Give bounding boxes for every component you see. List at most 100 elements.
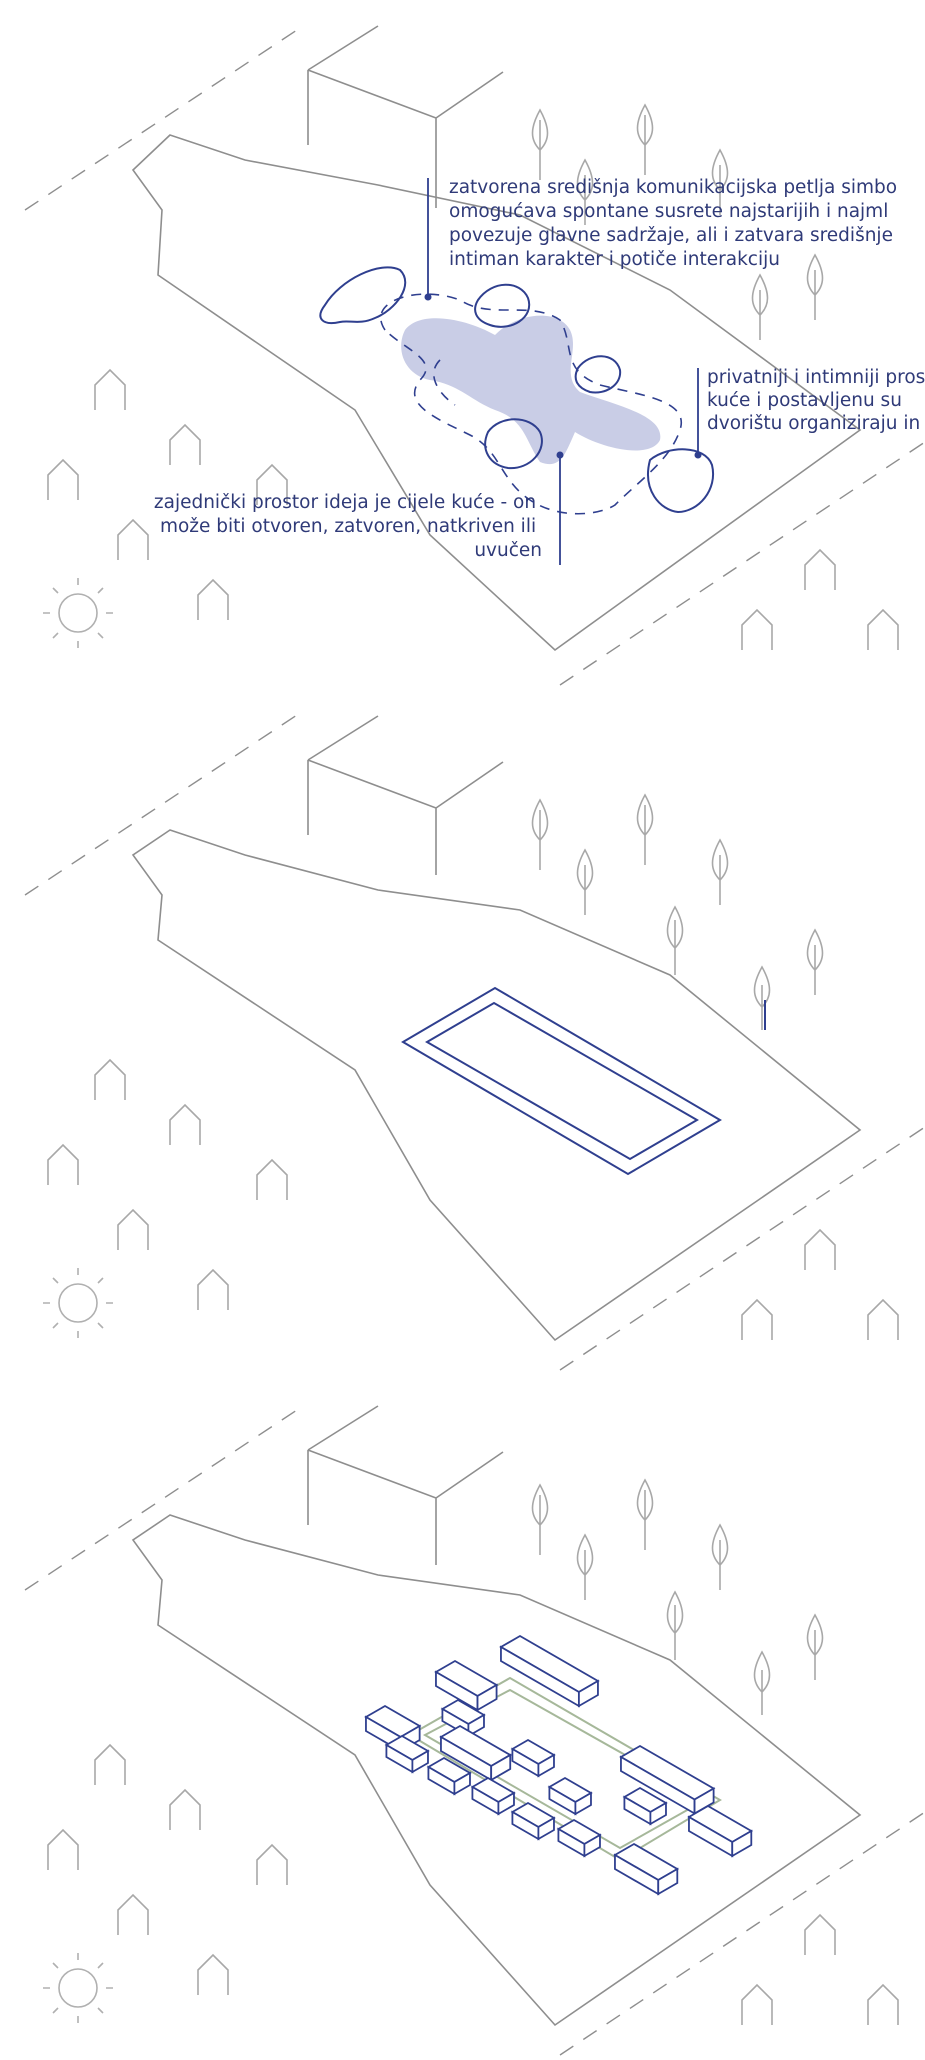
building-volume — [434, 1659, 499, 1712]
room-blob — [474, 283, 531, 328]
tree-icon — [753, 965, 771, 1030]
tree-icon — [531, 798, 549, 870]
building-volume-face — [411, 1749, 429, 1774]
house-icon — [47, 1143, 79, 1185]
building-volume — [613, 1842, 680, 1896]
building-volume-face — [476, 1683, 498, 1712]
loop-annotation-line-2: omogućava spontane susrete najstarijih i… — [449, 201, 888, 222]
house-icon — [94, 368, 126, 410]
building-volume-face — [497, 1791, 515, 1816]
building-volume-face — [537, 1816, 555, 1841]
loop-annotation-line-1: zatvorena središnja komunikacijska petlj… — [449, 177, 897, 198]
room-blob — [647, 448, 715, 514]
panel-buildings — [24, 1405, 925, 2056]
shared-annotation-line-3: uvučen — [474, 540, 542, 561]
tree-icon — [636, 1478, 654, 1550]
house-icon — [94, 1743, 126, 1785]
building-outline — [307, 25, 504, 208]
tree-icon — [806, 928, 824, 995]
loop-annotation: zatvorena središnja komunikacijska petlj… — [449, 177, 903, 270]
building-volume — [510, 1738, 556, 1778]
room-blob — [484, 418, 543, 470]
house-icon — [741, 1983, 773, 2025]
sun-icon — [43, 578, 113, 648]
house-icon — [117, 1208, 149, 1250]
communication-loop — [380, 293, 683, 515]
room-blob — [574, 355, 622, 394]
building-volume-face — [657, 1867, 679, 1896]
building-volumes — [364, 1634, 754, 1896]
sun-icon — [43, 1268, 113, 1338]
tree-icon — [666, 905, 684, 975]
road-dashed-line — [24, 27, 301, 211]
building-volume — [426, 1756, 472, 1796]
building-volume — [384, 1734, 430, 1774]
tree-icon — [666, 1590, 684, 1660]
building-volume — [622, 1786, 668, 1826]
tree-icon — [711, 838, 729, 905]
tree-icon — [531, 108, 549, 180]
house-icon — [741, 1298, 773, 1340]
house-icon — [117, 518, 149, 560]
shared-space-blob — [401, 315, 661, 465]
tree-icon — [806, 253, 824, 320]
tree-icon — [711, 1523, 729, 1590]
shared-annotation: zajednički prostor ideja je cijele kuće … — [154, 492, 542, 561]
tree-icon — [576, 158, 594, 225]
house-icon — [169, 1788, 201, 1830]
house-icon — [867, 1298, 899, 1340]
building-outline — [307, 715, 504, 875]
private-annotation-line-2: kuće i postavljenu su — [707, 390, 902, 411]
shared-annotation-line-1: zajednički prostor ideja je cijele kuće … — [154, 492, 536, 513]
building-volume-face — [453, 1771, 471, 1796]
tree-icon — [636, 793, 654, 865]
house-icon — [867, 608, 899, 650]
tree-icon — [806, 1613, 824, 1680]
panel-courtyard — [24, 712, 925, 1371]
house-icon — [804, 548, 836, 590]
private-annotation-line-1: privatniji i intimniji pros — [707, 367, 925, 388]
shared-annotation-line-2: može biti otvoren, zatvoren, natkriven i… — [160, 516, 536, 537]
house-icon — [169, 423, 201, 465]
building-volume-face — [649, 1801, 667, 1826]
house-icon — [867, 1983, 899, 2025]
road-dashed-line — [559, 1811, 925, 2056]
house-icon — [47, 458, 79, 500]
loop-annotation-line-3: povezuje glavne sadržaje, ali i zatvara … — [449, 225, 893, 246]
tree-icon — [531, 1483, 549, 1555]
site-outline — [131, 1514, 862, 2027]
room-blob — [319, 266, 407, 324]
building-volume-face — [577, 1679, 599, 1708]
building-volume-face — [537, 1753, 555, 1778]
building-outline — [307, 1405, 504, 1565]
house-icon — [256, 1158, 288, 1200]
tree-icon — [711, 148, 729, 215]
tree-icon — [751, 273, 769, 340]
road-dashed-line — [24, 712, 301, 896]
tree-icon — [753, 1650, 771, 1715]
building-volume — [619, 1744, 716, 1816]
private-annotation-line-3: dvorištu organiziraju in — [707, 413, 920, 434]
house-icon — [804, 1228, 836, 1270]
house-icon — [117, 1893, 149, 1935]
road-dashed-line — [559, 441, 925, 686]
house-icon — [256, 463, 288, 505]
courtyard-outer-frame — [401, 986, 722, 1176]
site-outline — [131, 829, 862, 1342]
loop-annotation-line-4: intiman karakter i potiče interakciju — [449, 249, 780, 270]
house-icon — [197, 1268, 229, 1310]
tree-icon — [576, 848, 594, 915]
road-dashed-line — [559, 1126, 925, 1371]
building-volume — [556, 1818, 602, 1858]
house-icon — [169, 1103, 201, 1145]
building-volume-face — [731, 1829, 753, 1858]
tree-icon — [636, 103, 654, 175]
site-outline — [131, 134, 862, 652]
sun-icon — [43, 1953, 113, 2023]
private-annotation: privatniji i intimniji pros kuće i posta… — [707, 367, 925, 434]
house-icon — [804, 1913, 836, 1955]
building-volume — [547, 1776, 593, 1816]
panel-concept: zatvorena središnja komunikacijska petlj… — [24, 25, 925, 686]
building-volume — [687, 1804, 754, 1858]
